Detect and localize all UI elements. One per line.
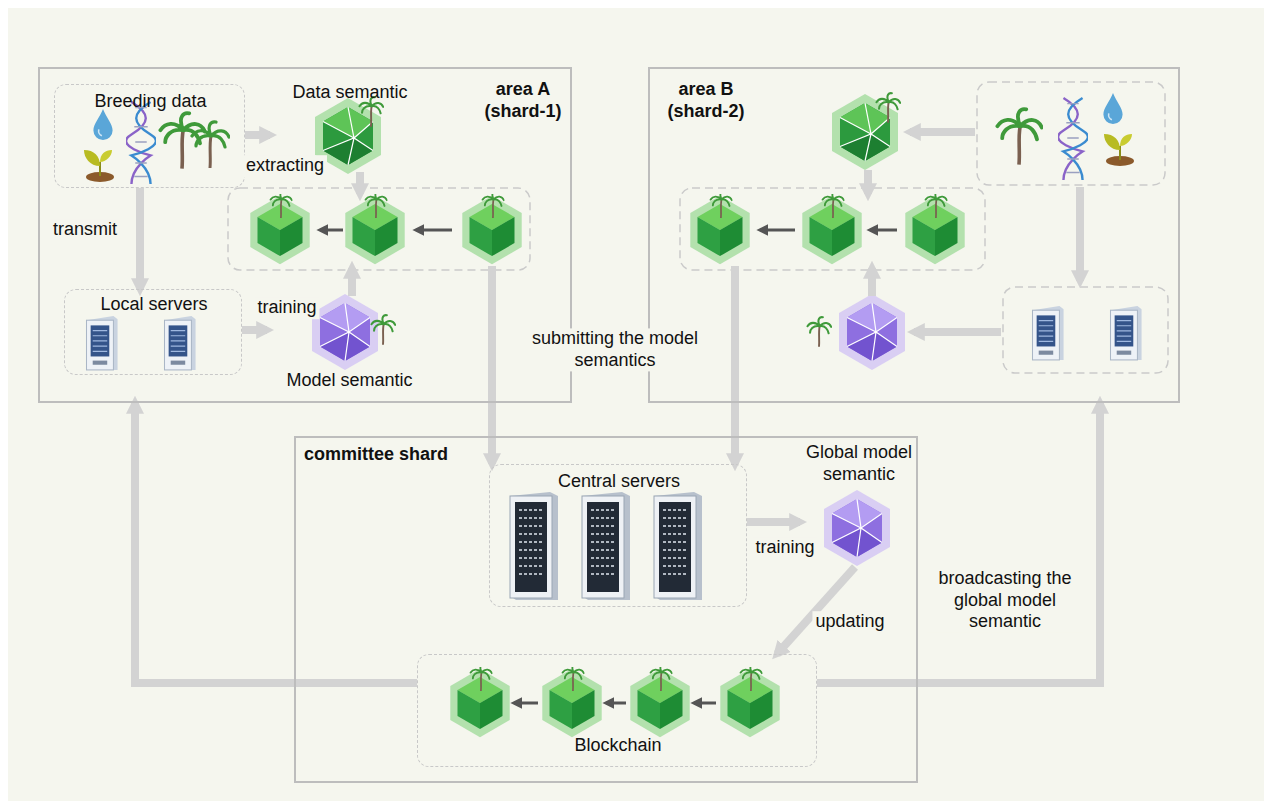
node-label: Model semantic — [267, 370, 432, 392]
node-label: Local servers — [65, 294, 243, 316]
flow-arrow — [747, 518, 800, 526]
edge-label: updating — [812, 611, 887, 633]
edge-label: extracting — [243, 155, 327, 177]
server-group: Local servers — [64, 289, 242, 375]
node-label: committee shard — [304, 444, 504, 466]
node-label: area A (shard-1) — [468, 79, 578, 122]
edge-label: transmit — [50, 219, 120, 241]
node-label: Central servers — [490, 471, 748, 493]
flow-arrow — [242, 326, 267, 334]
server-group: Central servers — [489, 464, 747, 607]
edge-label: broadcasting the global model semantic — [927, 568, 1083, 633]
flow-arrow — [731, 403, 739, 464]
flow-arrow — [488, 403, 496, 464]
area-box: area B (shard-2) — [648, 67, 1180, 403]
committee-box: committee shardCentral servers Global mod… — [294, 436, 918, 783]
data-group: Breeding data — [54, 84, 245, 188]
node-label: Breeding data — [55, 91, 246, 113]
flow-arrow — [136, 188, 144, 289]
node-label: Data semantic — [270, 82, 430, 104]
node-label: area B (shard-2) — [656, 79, 756, 122]
blockchain-group: Blockchain — [417, 654, 817, 767]
edge-label: submitting the model semantics — [523, 328, 707, 371]
node-label: Global model semantic — [800, 442, 918, 485]
edge-label: training — [752, 537, 817, 559]
flow-arrow — [245, 131, 270, 139]
node-label: Blockchain — [418, 735, 818, 757]
semantic-cube: Global model semantic — [800, 442, 918, 567]
edge-label: training — [254, 297, 319, 319]
